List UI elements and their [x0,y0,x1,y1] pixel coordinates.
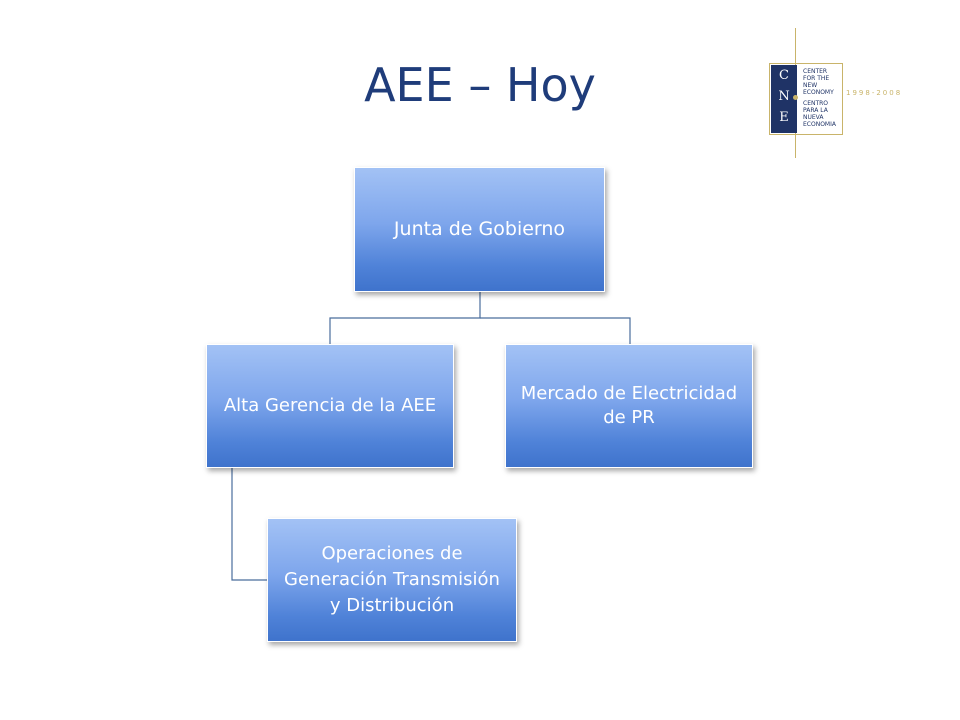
node-alta-gerencia: Alta Gerencia de la AEE [206,344,454,468]
node-mercado-electricidad: Mercado de Electricidad de PR [505,344,753,468]
logo-letter-n: N [778,89,790,104]
logo-frame [769,63,843,135]
logo-text-english: CENTER FOR THE NEW ECONOMY [803,68,834,96]
slide-title: AEE – Hoy [364,58,596,112]
cne-logo: C N E CENTER FOR THE NEW ECONOMY CENTRO … [760,28,930,163]
logo-letter-c: C [779,68,789,83]
logo-text-spanish: CENTRO PARA LA NUEVA ECONOMIA [803,100,836,128]
logo-dot [793,95,798,100]
node-mercado-label: Mercado de Electricidad de PR [520,382,738,428]
connector-to-alta [329,292,481,344]
connector-to-operaciones [231,468,267,581]
node-junta-label: Junta de Gobierno [393,217,566,240]
logo-letter-panel [771,65,797,133]
node-operaciones-label: Operaciones de Generación Transmisión y … [284,542,500,617]
logo-letter-e: E [779,110,789,125]
node-operaciones: Operaciones de Generación Transmisión y … [267,518,517,642]
logo-years: 1998-2008 [846,89,903,97]
node-alta-label: Alta Gerencia de la AEE [223,394,437,416]
node-junta-de-gobierno: Junta de Gobierno [354,167,605,292]
connector-to-mercado [480,317,631,344]
